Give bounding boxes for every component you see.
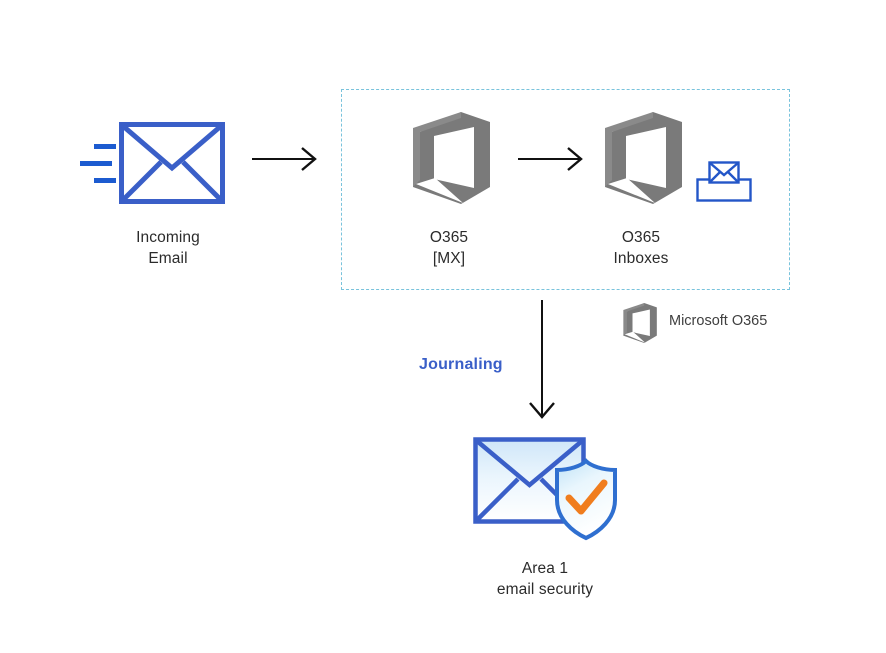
arrow-inboxes-to-area1-icon — [529, 300, 555, 419]
legend-label-microsoft-o365: Microsoft O365 — [669, 313, 768, 329]
office-365-cube-icon-overlay — [416, 178, 463, 203]
o365-inboxes-label: O365 Inboxes — [613, 229, 669, 267]
motion-lines-icon — [80, 144, 116, 183]
envelope-shield-check-icon — [473, 437, 617, 541]
arrow-incoming-to-mx-icon — [252, 147, 317, 171]
inbox-tray-envelope-icon — [696, 161, 752, 202]
office-365-cube-icon-overlay — [608, 178, 655, 203]
legend-office-365-cube-icon — [623, 303, 657, 343]
microsoft-o365-boundary-zone — [341, 89, 790, 290]
arrow-mx-to-inboxes-icon — [518, 147, 583, 171]
o365-mx-label: O365 [MX] — [429, 229, 469, 267]
envelope-icon — [119, 122, 225, 204]
area1-label: Area 1 email security — [496, 560, 594, 598]
journaling-edge-label: Journaling — [419, 356, 503, 373]
incoming-email-label: Incoming Email — [136, 229, 200, 267]
